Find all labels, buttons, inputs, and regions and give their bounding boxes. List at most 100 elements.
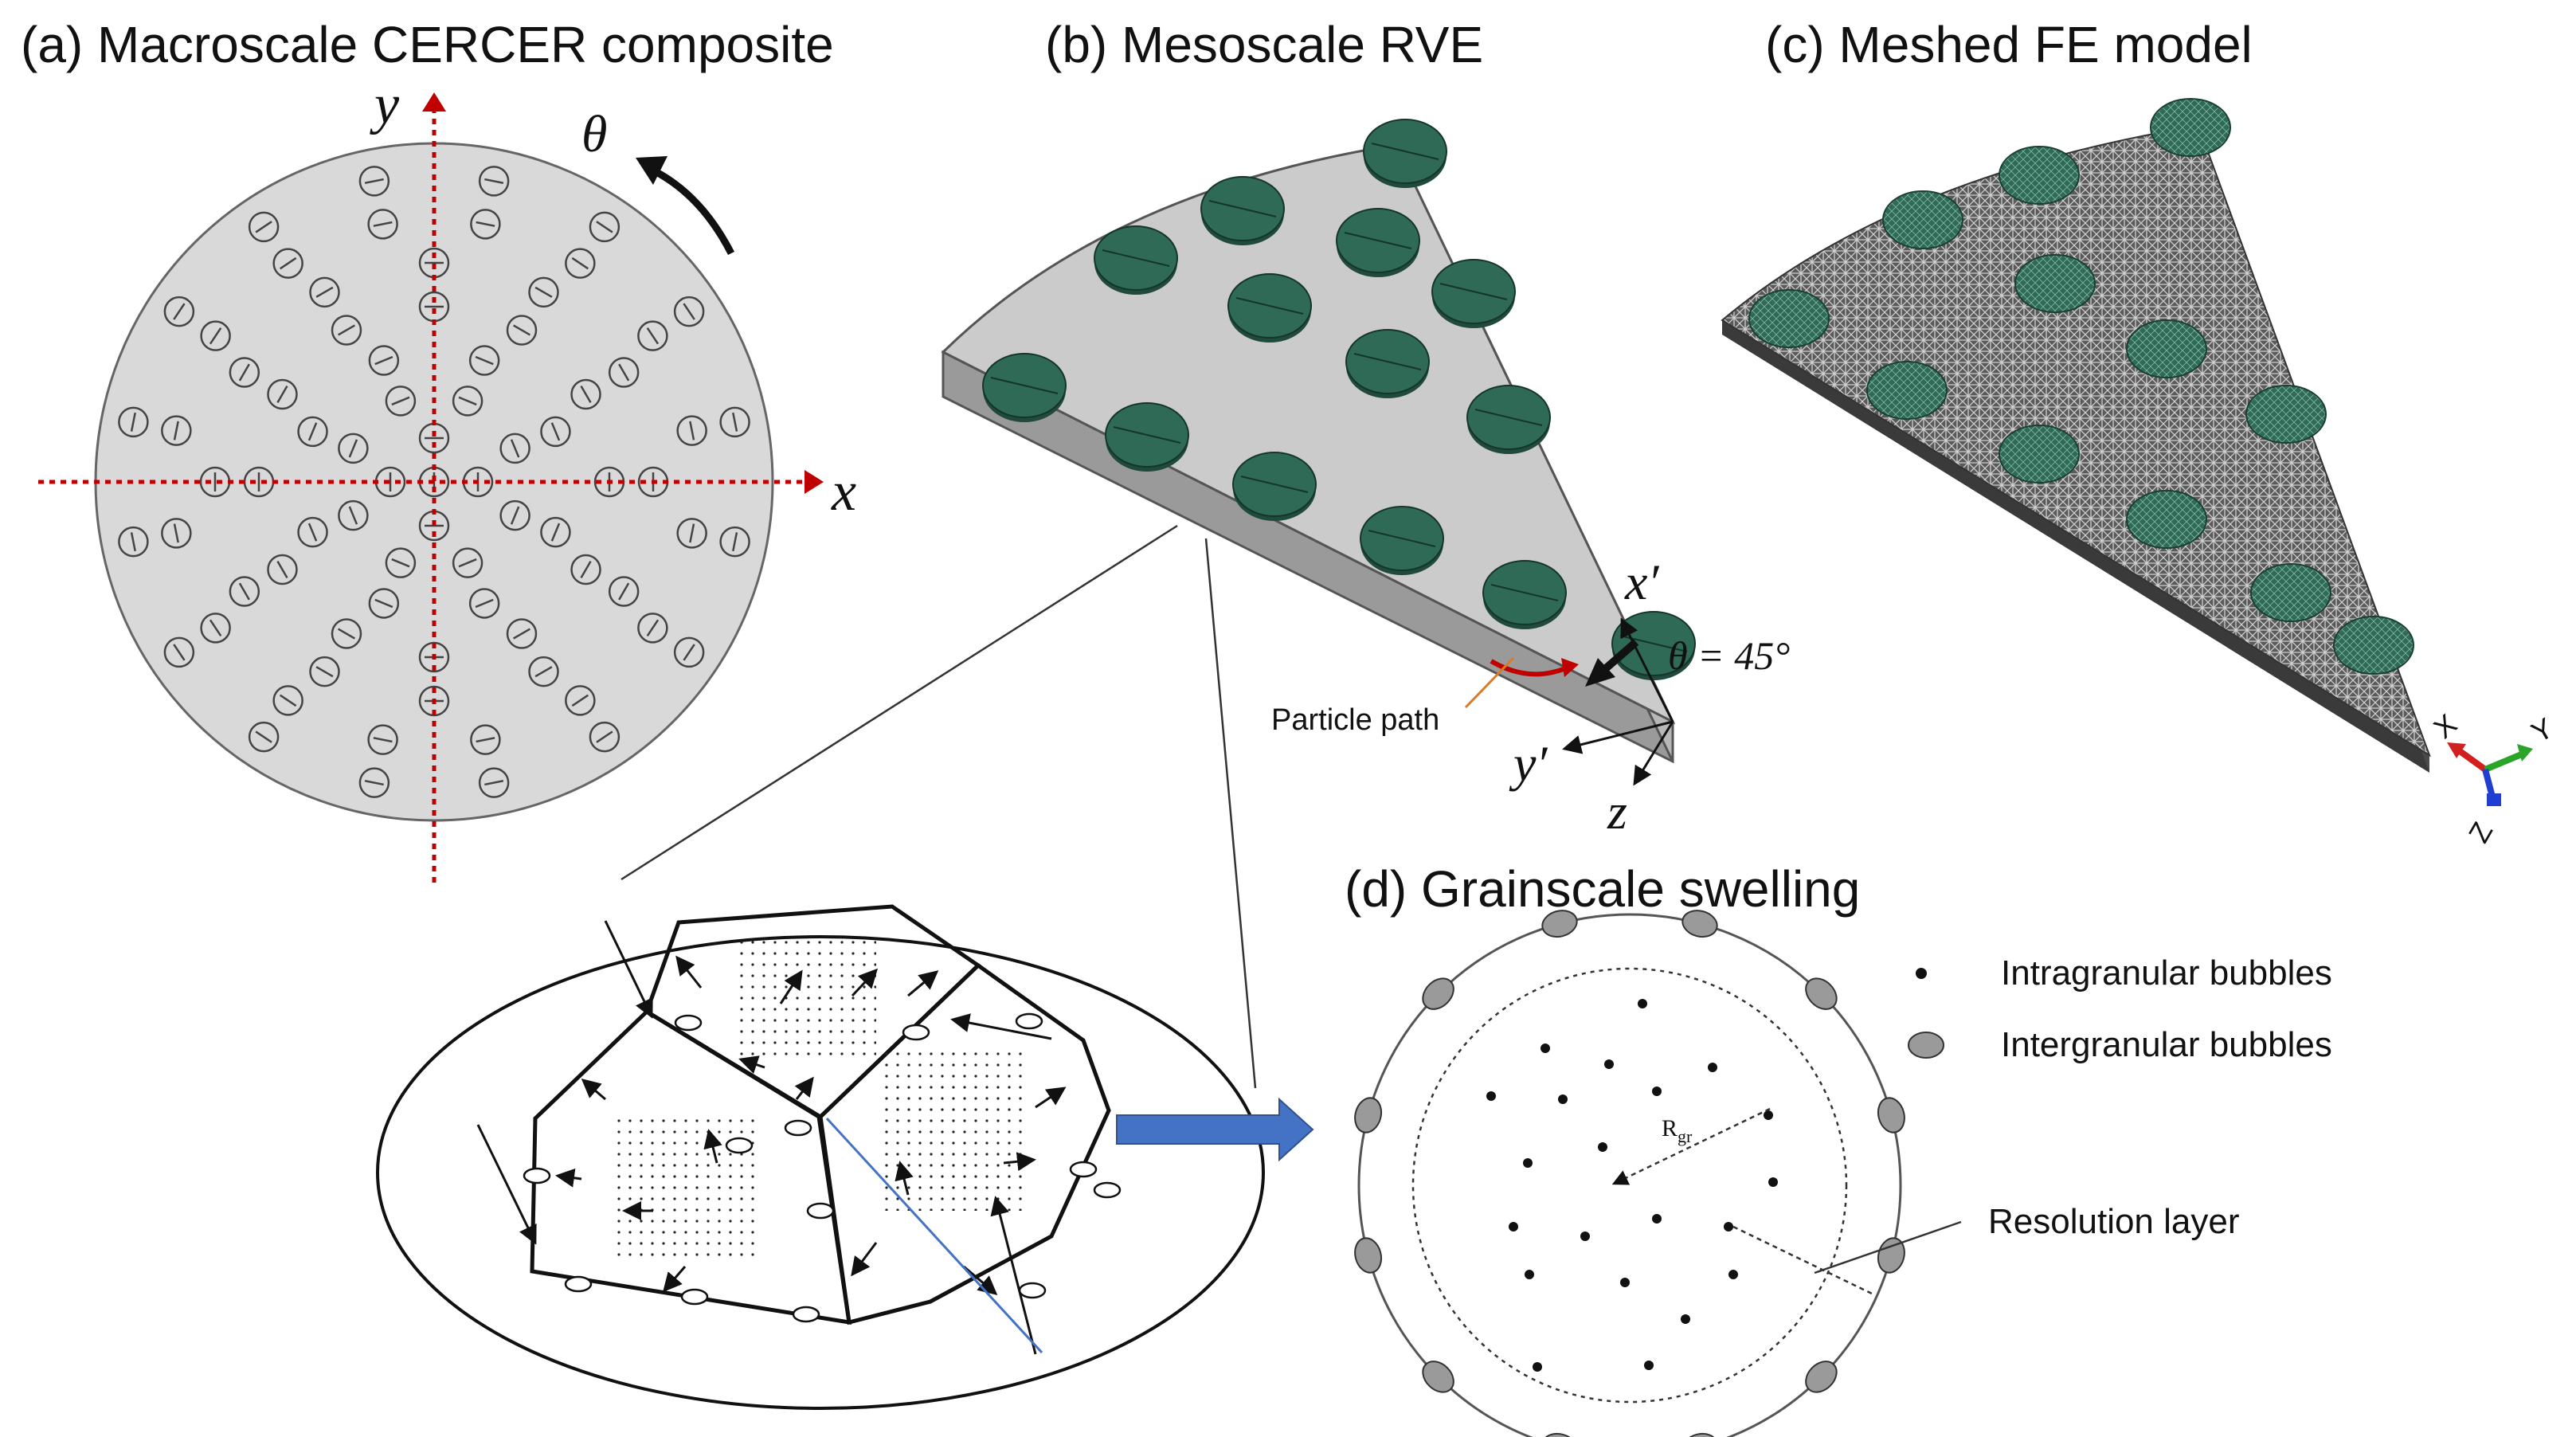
particle bbox=[297, 416, 328, 448]
particle bbox=[506, 618, 538, 649]
particle bbox=[297, 516, 328, 548]
particle bbox=[163, 636, 195, 668]
migration-arrows bbox=[476, 920, 1067, 1355]
green-particle bbox=[1431, 259, 1516, 328]
gb-bubble bbox=[523, 1167, 551, 1184]
intergranular-bubble bbox=[1877, 1097, 1905, 1134]
gb-bubble bbox=[1069, 1161, 1098, 1178]
gb-bubble bbox=[1018, 1282, 1047, 1299]
panel-a: x y θ bbox=[38, 74, 856, 883]
particle bbox=[719, 526, 750, 558]
green-particle bbox=[1345, 329, 1430, 398]
intragranular-bubble bbox=[1764, 1110, 1773, 1120]
green-particle bbox=[1094, 225, 1178, 295]
intragranular-bubble bbox=[1644, 1361, 1654, 1370]
particle bbox=[358, 166, 390, 197]
particle bbox=[118, 406, 149, 438]
gb-bubble bbox=[806, 1202, 835, 1220]
grain-bubbles bbox=[1354, 910, 1905, 1437]
y-axis-arrowhead bbox=[422, 92, 446, 112]
intergranular-bubble bbox=[1681, 1432, 1718, 1437]
particle bbox=[331, 315, 362, 346]
particle bbox=[676, 518, 707, 549]
gb-bubble bbox=[784, 1119, 812, 1137]
particle bbox=[673, 296, 705, 327]
migration-arrow bbox=[1003, 1152, 1036, 1172]
y-axis-label: y bbox=[370, 74, 400, 135]
intergranular-bubble bbox=[1354, 1097, 1383, 1134]
particle-path-label: Particle path bbox=[1271, 703, 1439, 737]
mesh-side-face-left bbox=[1722, 320, 2429, 773]
particle-path-arc bbox=[1490, 659, 1569, 677]
intragranular-bubble bbox=[1525, 1270, 1534, 1279]
intergranular-bubble bbox=[1422, 1361, 1454, 1393]
gb-bubble bbox=[564, 1275, 593, 1293]
green-particle bbox=[1232, 452, 1317, 521]
particle bbox=[229, 576, 260, 607]
intragranular-bubble bbox=[1638, 999, 1647, 1008]
meshed-particle bbox=[1882, 190, 1963, 249]
migration-arrow bbox=[779, 969, 803, 1004]
particle bbox=[338, 499, 369, 531]
gb-bubble bbox=[792, 1306, 820, 1323]
inflow-arrow bbox=[990, 1196, 1037, 1355]
meshed-particle bbox=[1999, 425, 2080, 484]
theta-45-label: θ = 45° bbox=[1668, 633, 1790, 678]
theta-label: θ bbox=[581, 105, 607, 163]
resolution-layer-label: Resolution layer bbox=[1988, 1202, 2240, 1241]
radius-arrow bbox=[1611, 1107, 1771, 1185]
triad-x-label: X bbox=[2427, 707, 2463, 745]
panel-b-title: (b) Mesoscale RVE bbox=[1045, 16, 1483, 73]
green-particle bbox=[1360, 506, 1444, 575]
intergranular-bubble bbox=[1422, 977, 1454, 1010]
green-particle bbox=[982, 353, 1067, 422]
particle bbox=[506, 315, 538, 346]
particle bbox=[540, 516, 571, 548]
particle bbox=[468, 345, 500, 376]
green-particle bbox=[1482, 560, 1567, 629]
intragranular-bubble bbox=[1509, 1222, 1518, 1231]
intergranular-bubble bbox=[1805, 1361, 1838, 1393]
transition-arrow bbox=[1116, 1097, 1314, 1162]
triad-z-label: Z bbox=[2462, 816, 2500, 848]
intragranular-bubble bbox=[1533, 1362, 1542, 1372]
intragranular-bubble bbox=[1681, 1314, 1690, 1324]
intragranular-bubble bbox=[1708, 1063, 1717, 1072]
meshed-particle bbox=[1999, 146, 2080, 205]
intragranular-bubble bbox=[1541, 1043, 1550, 1053]
particle bbox=[499, 433, 530, 464]
green-particle bbox=[1200, 176, 1285, 245]
meshed-particle bbox=[1748, 289, 1830, 348]
migration-arrow bbox=[581, 1079, 606, 1101]
particle bbox=[637, 320, 668, 351]
panel-c-title: (c) Meshed FE model bbox=[1765, 16, 2253, 73]
migration-arrow bbox=[703, 1129, 722, 1164]
gb-bubble bbox=[680, 1288, 709, 1306]
intergranular-bubble bbox=[1805, 977, 1838, 1010]
particle-path-leader bbox=[1464, 656, 1515, 709]
legend-intra-marker bbox=[1916, 968, 1927, 979]
particle bbox=[118, 526, 149, 558]
intragranular-bubble bbox=[1580, 1231, 1590, 1241]
particle bbox=[470, 724, 501, 755]
particle bbox=[468, 588, 500, 619]
intragranular-bubble bbox=[1768, 1177, 1778, 1187]
particle bbox=[673, 636, 705, 668]
particle bbox=[248, 211, 280, 243]
inflow-arrow bbox=[604, 920, 653, 1019]
particle bbox=[570, 554, 601, 585]
green-particle bbox=[1363, 119, 1447, 188]
migration-arrow bbox=[555, 1168, 582, 1188]
particle-grid bbox=[118, 166, 750, 798]
zoom-line-left bbox=[621, 524, 1178, 881]
radius-label: Rgr bbox=[1662, 1115, 1693, 1146]
particle bbox=[478, 166, 510, 197]
green-particle bbox=[1336, 208, 1420, 277]
migration-arrow bbox=[963, 1265, 998, 1295]
particle bbox=[163, 296, 195, 327]
particle bbox=[200, 613, 231, 644]
particle bbox=[470, 209, 501, 240]
particle bbox=[272, 248, 303, 279]
green-particle bbox=[1105, 402, 1189, 472]
